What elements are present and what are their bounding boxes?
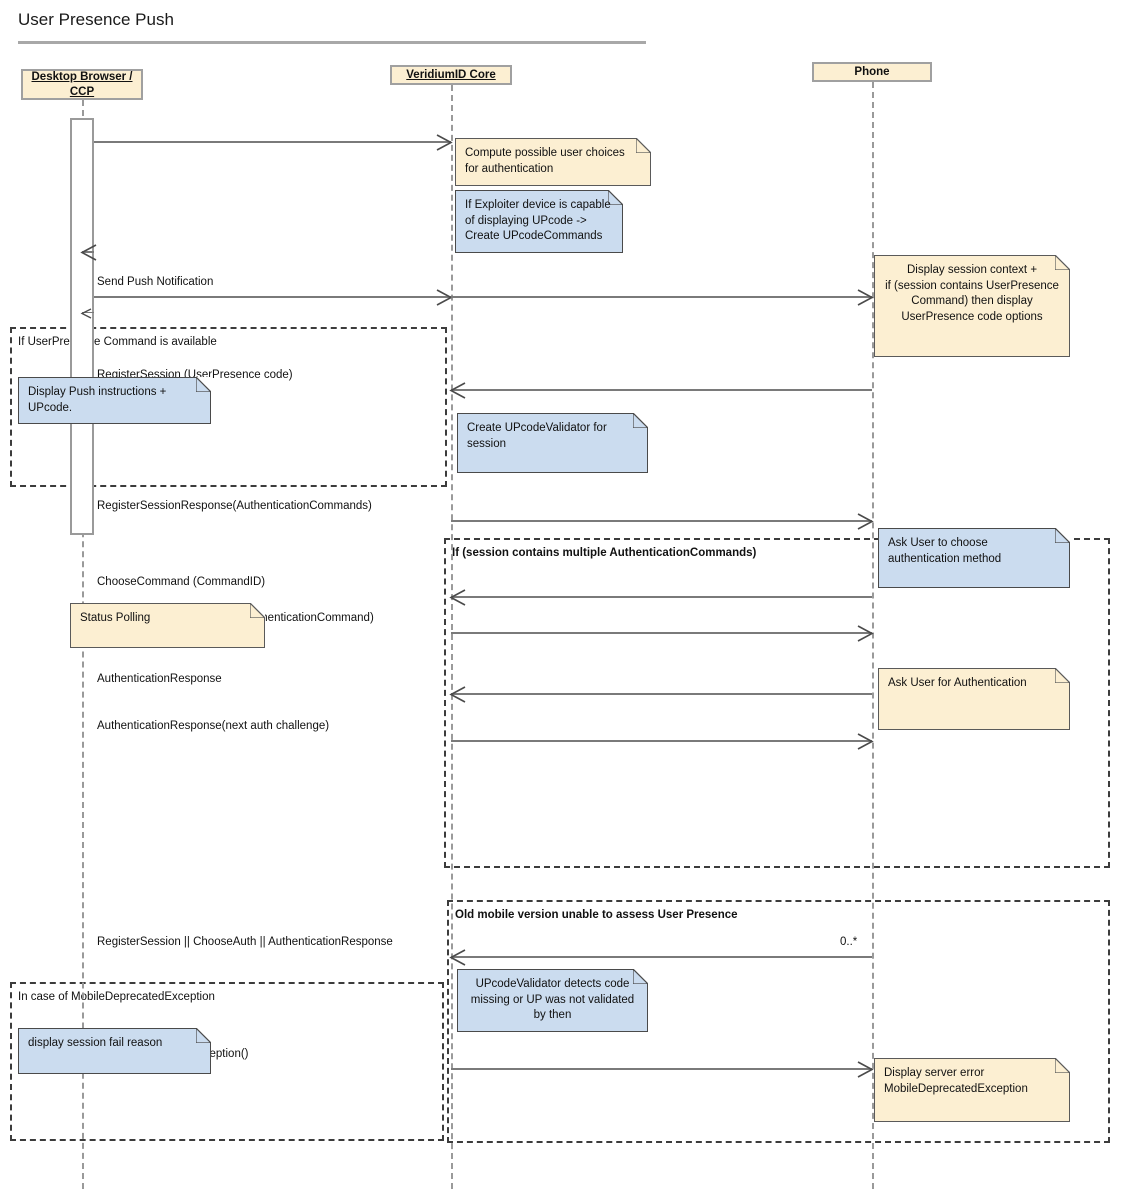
- fragment-label-f4: In case of MobileDeprecatedException: [18, 991, 215, 1003]
- lifeline-head-phone[interactable]: Phone: [812, 62, 932, 82]
- title-divider: [18, 41, 646, 44]
- message-line-m6: [451, 389, 872, 391]
- fragment-f1: [10, 327, 447, 487]
- note-n9: UPcodeValidator detects code missing or …: [457, 969, 648, 1032]
- note-fold-corner-n8: [1055, 668, 1070, 683]
- note-n4: Display Push instructions + UPcode.: [18, 377, 211, 425]
- lifeline-head-line1-core: VeridiumID Core: [406, 68, 496, 81]
- fragment-label-f3: Old mobile version unable to assess User…: [455, 909, 738, 921]
- note-n1: Compute possible user choices for authen…: [455, 138, 651, 186]
- lifeline-head-line1-browser: Desktop Browser /: [31, 71, 133, 84]
- lifeline-head-core[interactable]: VeridiumID Core: [390, 65, 512, 85]
- fragment-f3: [447, 900, 1110, 1143]
- message-line-m4: [451, 296, 872, 298]
- lifeline-head-label-core: VeridiumID Core: [406, 68, 495, 82]
- message-line-m11: [451, 740, 872, 742]
- note-n7: Status Polling: [70, 603, 265, 648]
- note-fold-corner-n10: [196, 1028, 211, 1043]
- note-fold-corner-n11: [1055, 1058, 1070, 1073]
- fragment-f4: [10, 982, 444, 1141]
- note-fold-corner-n7: [250, 603, 265, 618]
- note-fold-corner-n2: [608, 190, 623, 205]
- note-n10: display session fail reason: [18, 1028, 211, 1074]
- note-fold-corner-n6: [1055, 528, 1070, 543]
- note-n6: Ask User to choose authentication method: [878, 528, 1070, 588]
- note-n2: If Exploiter device is capable of displa…: [455, 190, 623, 253]
- lifeline-head-label-browser: Desktop Browser /CCP: [32, 70, 133, 99]
- message-label-m8: ChooseCommand (CommandID): [97, 576, 266, 588]
- note-fold-corner-n9: [633, 969, 648, 984]
- lifeline-core: [451, 85, 453, 1189]
- note-fold-corner-n4: [196, 377, 211, 392]
- message-label-m10: AuthenticationResponse: [97, 673, 222, 685]
- message-line-m2: [82, 251, 94, 253]
- message-label-m12: RegisterSession || ChooseAuth || Authent…: [97, 936, 393, 948]
- message-line-m8: [451, 596, 872, 598]
- fragment-f2: [444, 538, 1110, 868]
- activation-bar-browser: [70, 118, 94, 535]
- message-line-m13: [451, 1068, 872, 1070]
- lifeline-phone: [872, 82, 874, 1189]
- fragment-label-f1: If UserPresence Command is available: [18, 336, 217, 348]
- lifeline-head-browser[interactable]: Desktop Browser /CCP: [21, 69, 143, 100]
- note-n11: Display server error MobileDeprecatedExc…: [874, 1058, 1070, 1122]
- message-label-m7: RegisterSessionResponse(AuthenticationCo…: [97, 500, 372, 512]
- page-title: User Presence Push: [18, 10, 174, 29]
- message-line-m3: [94, 296, 451, 298]
- message-label-m11: AuthenticationResponse(next auth challen…: [97, 720, 330, 732]
- lifeline-head-line1-phone: Phone: [854, 65, 890, 78]
- lifeline-head-label-phone: Phone: [854, 65, 889, 79]
- message-line-m7: [451, 520, 872, 522]
- message-line-m5: [82, 312, 94, 313]
- note-n5: Create UPcodeValidator for session: [457, 413, 648, 473]
- lifeline-head-line2-browser: CCP: [69, 85, 95, 98]
- message-line-m1: [94, 141, 451, 143]
- note-n8: Ask User for Authentication: [878, 668, 1070, 730]
- note-n3: Display session context + if (session co…: [874, 255, 1070, 357]
- note-fold-corner-n1: [636, 138, 651, 153]
- note-fold-corner-n5: [633, 413, 648, 428]
- message-line-m12: [451, 956, 872, 958]
- message-line-m9: [451, 632, 872, 634]
- message-multiplicity-m12: 0..*: [840, 936, 858, 948]
- message-line-m10: [451, 693, 872, 695]
- note-fold-corner-n3: [1055, 255, 1070, 270]
- message-label-m4: Send Push Notification: [97, 276, 214, 288]
- fragment-label-f2: If (session contains multiple Authentica…: [452, 547, 757, 559]
